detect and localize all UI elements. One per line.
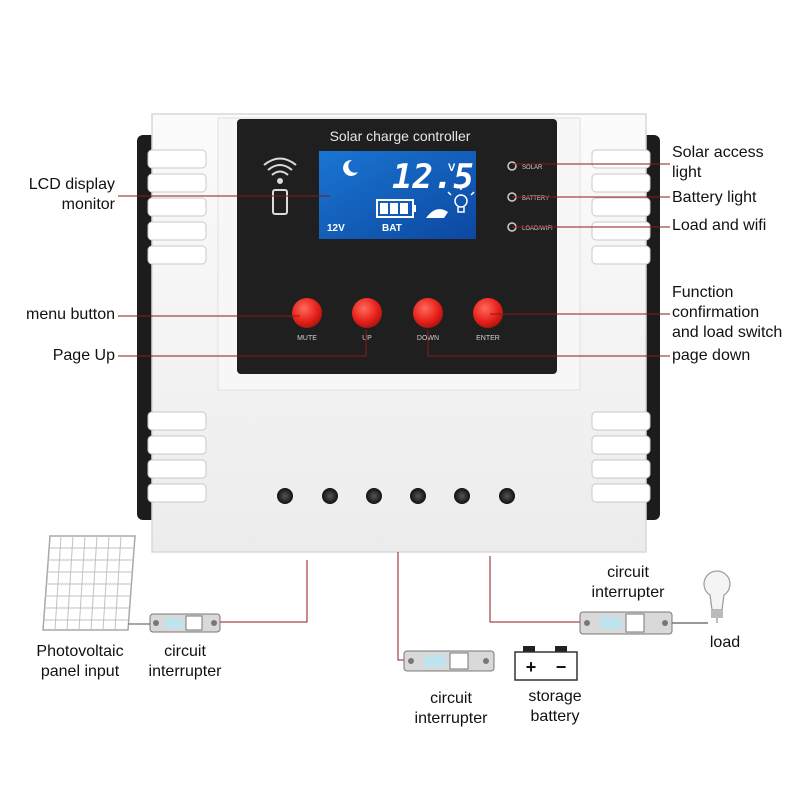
lcd-voltage: 12.5 bbox=[392, 157, 474, 197]
enter-button[interactable]: ENTER bbox=[473, 298, 503, 342]
menu-button-label: menu button bbox=[26, 306, 115, 323]
breaker-battery-line1: circuit bbox=[430, 690, 472, 707]
solar-indicator-label: SOLAR bbox=[522, 165, 543, 171]
terminal-hole bbox=[454, 488, 470, 504]
terminal-hole bbox=[366, 488, 382, 504]
terminal-hole bbox=[277, 488, 293, 504]
storage-battery-line1: storage bbox=[528, 688, 582, 705]
lcd-unit: V bbox=[448, 162, 456, 174]
indicator-lights: SOLAR BATTERY LOAD/WIFI bbox=[507, 161, 553, 232]
solar-access-light-line1: Solar access bbox=[672, 144, 764, 161]
enter-button-label: ENTER bbox=[476, 335, 500, 342]
breaker-load-line1: circuit bbox=[607, 564, 649, 581]
function-confirmation-line2: confirmation bbox=[672, 304, 760, 321]
lcd-display-monitor-line1: LCD display bbox=[28, 176, 115, 193]
output-icon bbox=[426, 209, 448, 218]
breaker-load-line2: interrupter bbox=[591, 584, 665, 601]
breaker-pv-line1: circuit bbox=[164, 643, 206, 660]
load-label: load bbox=[709, 634, 741, 651]
solar-panel-icon bbox=[42, 535, 150, 631]
function-confirmation-line3: and load switch bbox=[672, 324, 783, 341]
battery-minus-sign: − bbox=[556, 657, 567, 677]
up-button[interactable]: UP bbox=[352, 298, 382, 342]
storage-battery-label: storage battery bbox=[505, 687, 605, 727]
lcd-bat-label: BAT bbox=[382, 223, 402, 234]
terminal-hole bbox=[499, 488, 515, 504]
terminal-holes bbox=[277, 488, 515, 504]
breaker-battery-icon bbox=[403, 650, 495, 672]
light-bulb-icon bbox=[703, 570, 731, 623]
vent-slots bbox=[147, 149, 651, 503]
terminal-hole bbox=[322, 488, 338, 504]
pv-input-line1: Photovoltaic bbox=[36, 643, 124, 660]
battery-level-icon bbox=[376, 199, 416, 218]
mute-button[interactable]: MUTE bbox=[292, 298, 322, 342]
breaker-pv-label: circuit interrupter bbox=[125, 642, 245, 682]
pv-input-line2: panel input bbox=[40, 663, 120, 680]
wire-load bbox=[489, 556, 582, 623]
breaker-pv-line2: interrupter bbox=[148, 663, 222, 680]
load-wifi-indicator-label: LOAD/WIFI bbox=[522, 226, 553, 232]
wire-battery bbox=[397, 552, 410, 661]
breaker-pv-icon bbox=[149, 613, 221, 633]
lcd-screen: 12.5 V 12V BAT bbox=[319, 151, 476, 239]
lcd-display-monitor-label: LCD display monitor bbox=[0, 175, 115, 215]
mute-button-label: MUTE bbox=[297, 335, 317, 342]
battery-indicator-label: BATTERY bbox=[522, 196, 549, 202]
lcd-display-monitor-line2: monitor bbox=[61, 196, 115, 213]
function-confirmation-label: Function confirmation and load switch bbox=[672, 283, 798, 343]
battery-light-label: Battery light bbox=[672, 189, 757, 206]
device-title: Solar charge controller bbox=[330, 128, 471, 144]
up-button-label: UP bbox=[362, 335, 372, 342]
terminal-hole bbox=[410, 488, 426, 504]
breaker-battery-label: circuit interrupter bbox=[391, 689, 511, 729]
page-up-label: Page Up bbox=[52, 347, 115, 364]
load-and-wifi-label: Load and wifi bbox=[672, 217, 767, 234]
breaker-battery-line2: interrupter bbox=[414, 710, 488, 727]
lcd-system-voltage: 12V bbox=[327, 223, 345, 234]
control-buttons: MUTE UP DOWN ENTER bbox=[292, 298, 503, 342]
breaker-load-label: circuit interrupter bbox=[568, 563, 688, 603]
leader-page-down bbox=[427, 330, 670, 357]
load-lamp-icon bbox=[447, 186, 475, 213]
function-confirmation-line1: Function bbox=[672, 284, 734, 301]
battery-plus-sign: + bbox=[526, 657, 537, 677]
solar-access-light-line2: light bbox=[672, 164, 702, 181]
breaker-load-icon bbox=[579, 611, 708, 635]
solar-indicator: SOLAR bbox=[507, 161, 543, 171]
solar-access-light-label: Solar access light bbox=[672, 143, 797, 183]
storage-battery-icon: + − bbox=[514, 646, 578, 681]
wire-pv bbox=[210, 560, 308, 623]
moon-icon bbox=[343, 159, 358, 176]
wifi-phone-icon bbox=[263, 157, 297, 215]
pv-input-label: Photovoltaic panel input bbox=[20, 642, 140, 682]
leader-page-up bbox=[118, 330, 367, 357]
page-down-label: page down bbox=[672, 347, 751, 364]
storage-battery-line2: battery bbox=[530, 708, 580, 725]
